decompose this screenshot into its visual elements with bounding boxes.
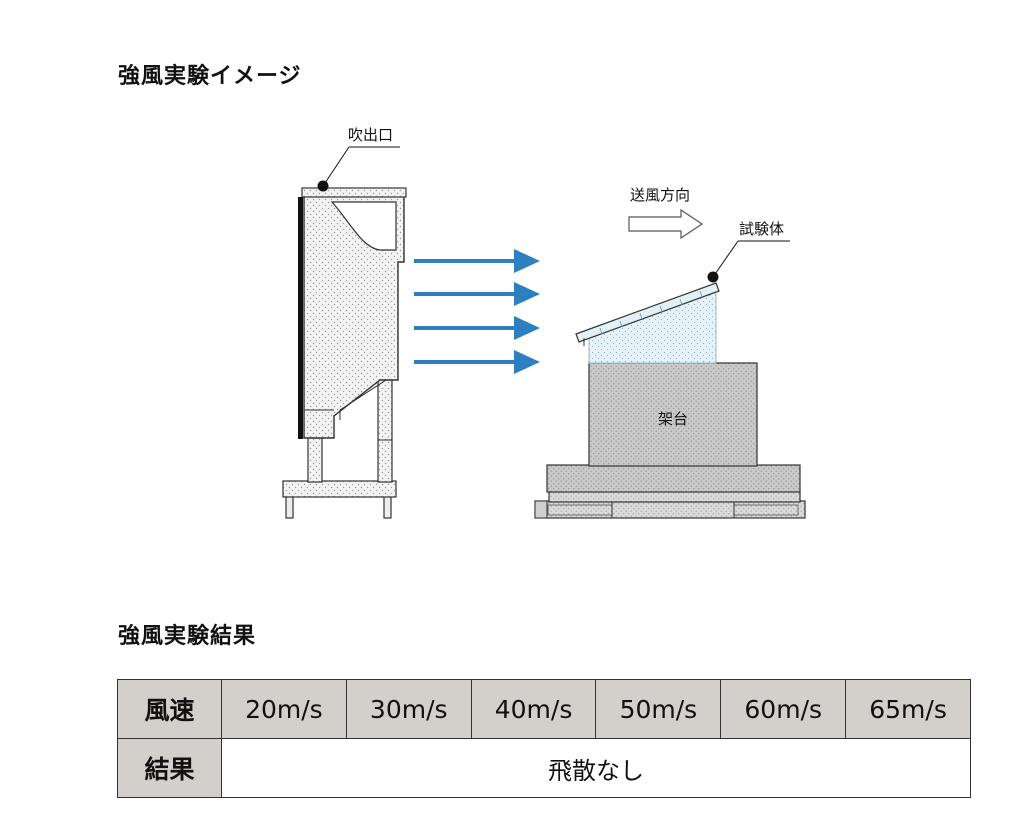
result-value: 飛散なし	[221, 738, 971, 798]
wind-arrow	[414, 316, 540, 340]
machine-front-plate	[298, 197, 303, 439]
result-row: 結果 飛散なし	[117, 738, 971, 798]
speed-cell: 60m/s	[720, 679, 847, 739]
stand-bottom-rail	[534, 500, 806, 519]
machine-nozzle-opening	[330, 201, 397, 251]
speed-cell: 65m/s	[845, 679, 971, 739]
wind-machine: 吹出口	[282, 126, 407, 519]
wind-test-diagram: 吹出口 送風方向	[282, 126, 806, 519]
stand-middle-plate	[548, 490, 801, 503]
machine-base	[282, 480, 397, 498]
wind-arrow	[414, 249, 540, 273]
test-specimen: 試験体	[575, 220, 790, 364]
image-section-title: 強風実験イメージ	[118, 64, 302, 89]
speed-cell: 20m/s	[221, 679, 347, 739]
speed-row: 風速 20m/s 30m/s 40m/s 50m/s 60m/s 65m/s	[117, 679, 971, 739]
specimen-roof	[575, 282, 720, 343]
results-section-title: 強風実験結果	[118, 624, 257, 649]
machine-support-right	[377, 375, 393, 483]
test-stand: 架台	[534, 362, 806, 519]
wind-arrow	[414, 282, 540, 306]
stand-block	[588, 362, 758, 467]
outlet-label: 吹出口	[348, 126, 393, 144]
machine-body	[303, 195, 405, 439]
stand-base-platform	[546, 464, 801, 493]
machine-leg-right	[383, 495, 392, 519]
wind-arrows	[414, 249, 540, 374]
speed-cell: 50m/s	[595, 679, 722, 739]
wind-direction-label: 送風方向	[630, 186, 690, 204]
result-header: 結果	[117, 738, 222, 798]
speed-header: 風速	[117, 679, 222, 739]
stand-label: 架台	[658, 410, 688, 428]
results-table: 風速 20m/s 30m/s 40m/s 50m/s 60m/s 65m/s 結…	[117, 679, 971, 798]
wind-direction-arrow	[628, 208, 704, 240]
machine-top-cap	[301, 187, 407, 198]
wind-arrow	[414, 350, 540, 374]
specimen-label: 試験体	[739, 220, 784, 238]
machine-leg-left	[285, 495, 294, 519]
machine-support-left	[307, 437, 323, 483]
speed-cell: 40m/s	[470, 679, 597, 739]
speed-cell: 30m/s	[345, 679, 472, 739]
